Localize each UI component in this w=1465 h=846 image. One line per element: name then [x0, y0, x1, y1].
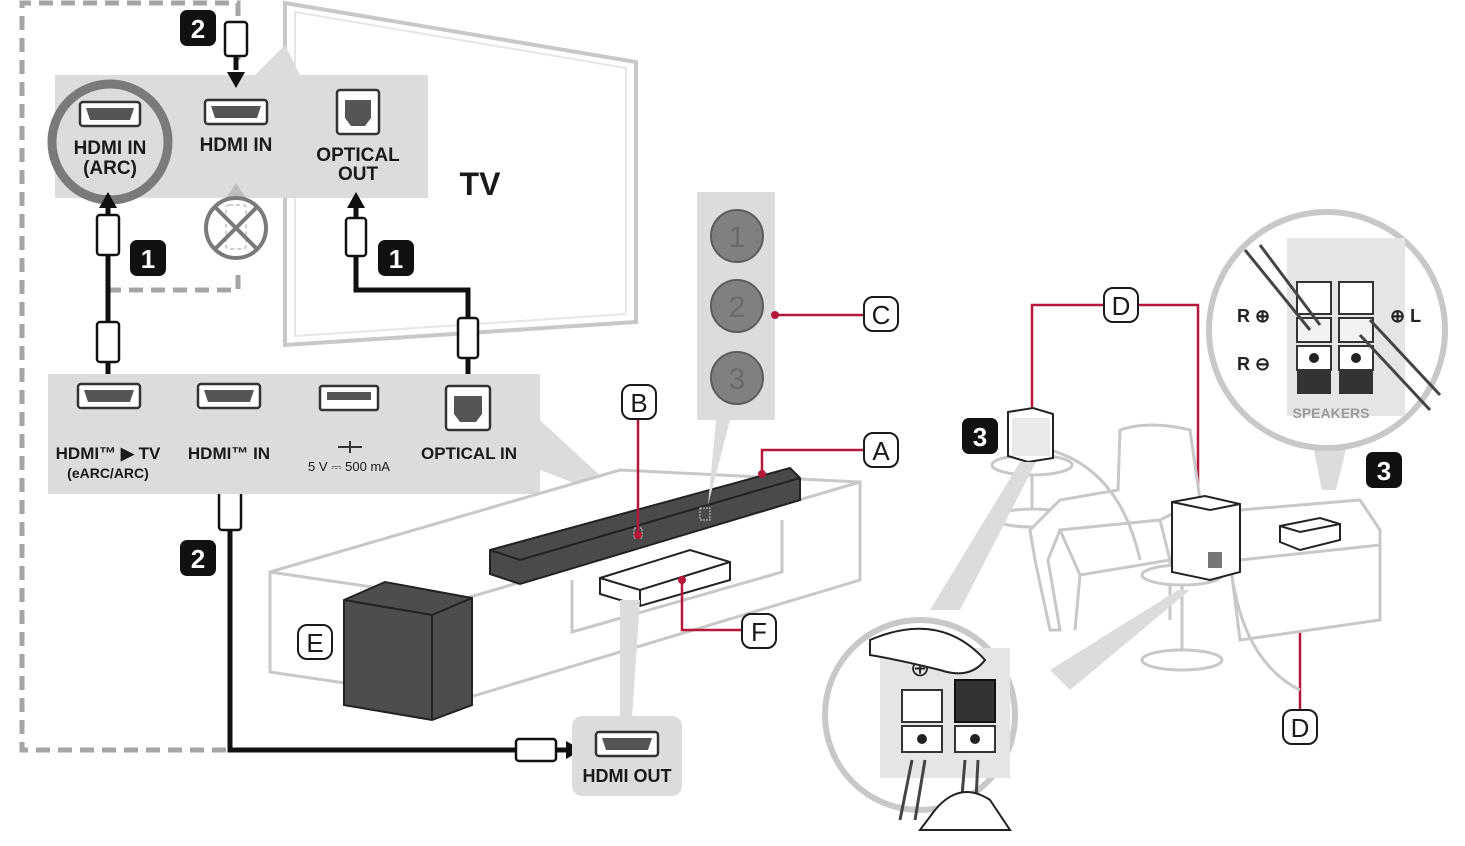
wireless-receiver	[1279, 516, 1341, 552]
callout-f: F	[751, 617, 767, 647]
tv-hdmi-arc-label-2: (ARC)	[83, 158, 137, 179]
dashed-route	[19, 0, 241, 753]
detail-speaker-terminals: R ⊕ R ⊖ ⊕ L SPEAKERS	[1206, 209, 1448, 451]
step-3-right: 3	[1377, 456, 1391, 486]
optical-out-port-icon	[335, 88, 381, 136]
hdmi-in-port-icon	[196, 382, 262, 410]
tv-label: TV	[460, 166, 502, 202]
usb-rating-label: 5 V ⎓ 500 mA	[308, 459, 390, 474]
callout-badges	[297, 287, 1318, 745]
device-hdmi-out-label: HDMI OUT	[583, 766, 672, 786]
living-room-scene	[990, 423, 1382, 692]
tv-optical-label-1: OPTICAL	[316, 145, 400, 166]
hdmi-out-port-icon	[594, 730, 660, 758]
soundbar-hdmi-tv-label: HDMI™ ▶ TV	[56, 444, 161, 463]
hdmi-arc-port-icon	[78, 100, 142, 128]
terminal-r-minus: R ⊖	[1237, 354, 1270, 374]
tv-port-panel: HDMI IN (ARC) HDMI IN OPTICAL OUT	[47, 45, 428, 205]
step-1-left: 1	[141, 244, 155, 274]
step-2-bottom: 2	[191, 544, 205, 574]
external-device	[599, 548, 731, 608]
step-badges: 2 1 1 2 3 3 3	[130, 10, 1402, 604]
soundbar-port-panel: HDMI™ ▶ TV (eARC/ARC) HDMI™ IN 5 V ⎓ 500…	[48, 374, 632, 505]
soundbar-hdmi-tv-sublabel: (eARC/ARC)	[67, 465, 149, 481]
hdmi-tv-port-icon	[76, 382, 142, 410]
hdmi-in-port-icon	[203, 98, 269, 126]
soundbar	[489, 466, 801, 586]
indicator-3: 3	[729, 363, 746, 396]
detail-wire-insertion: ⊕	[822, 617, 1018, 831]
tv-optical-label-2: OUT	[338, 164, 379, 185]
indicator-panel: 1 2 3	[697, 192, 775, 505]
tv-hdmi-arc-label-1: HDMI IN	[74, 138, 147, 159]
cable-plugs	[95, 20, 558, 763]
device-port-panel: HDMI OUT	[572, 600, 682, 796]
soundbar-optical-in-label: OPTICAL IN	[421, 444, 517, 463]
usb-port-icon	[318, 384, 380, 453]
rear-speaker-left	[1007, 406, 1054, 464]
callout-b: B	[630, 388, 647, 418]
indicator-1: 1	[729, 221, 746, 254]
indicator-2: 2	[729, 291, 746, 324]
callout-c: C	[872, 300, 891, 330]
rear-speaker-right	[1171, 494, 1241, 582]
callout-e: E	[306, 628, 323, 658]
terminal-speakers-label: SPEAKERS	[1292, 405, 1369, 421]
callout-d-top: D	[1112, 291, 1131, 321]
tv-hdmi-in-label: HDMI IN	[200, 135, 273, 156]
not-allowed-icon	[204, 183, 268, 260]
callout-a: A	[872, 436, 890, 466]
soundbar-hdmi-in-label: HDMI™ IN	[188, 444, 270, 463]
step-1-optical: 1	[389, 244, 403, 274]
step-2-top: 2	[191, 14, 205, 44]
step-3-left: 3	[973, 422, 987, 452]
optical-in-port-icon	[444, 384, 492, 432]
terminal-l-plus: ⊕ L	[1390, 306, 1421, 326]
callout-d-bottom: D	[1291, 713, 1310, 743]
subwoofer	[343, 580, 473, 722]
terminal-r-plus: R ⊕	[1237, 306, 1270, 326]
